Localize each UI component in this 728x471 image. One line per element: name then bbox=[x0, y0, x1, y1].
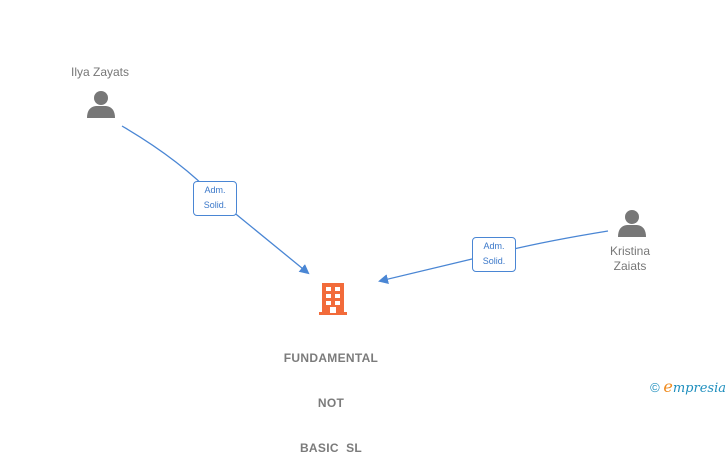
person-name-ilya-zayats[interactable]: Ilya Zayats bbox=[70, 65, 130, 79]
edge-label-adm-solid[interactable]: Adm. Solid. bbox=[193, 181, 237, 216]
name-line: Zaiats bbox=[613, 259, 647, 273]
name-line: Kristina bbox=[609, 244, 650, 258]
company-name-line: BASIC SL bbox=[299, 441, 363, 455]
person-name-kristina-zaiats[interactable]: Kristina Zaiats bbox=[590, 244, 670, 274]
logo-text: mpresia bbox=[672, 381, 726, 396]
edge-label-adm-solid[interactable]: Adm. Solid. bbox=[472, 237, 516, 272]
company-name-line: NOT bbox=[317, 396, 345, 410]
edge-label-line: Adm. bbox=[483, 241, 505, 251]
empresia-watermark: © empresia bbox=[650, 377, 726, 396]
copyright-icon: © bbox=[650, 380, 660, 395]
building-icon[interactable] bbox=[318, 282, 348, 316]
edge-label-line: Solid. bbox=[482, 256, 506, 266]
company-name-line: FUNDAMENTAL bbox=[283, 351, 379, 365]
person-icon[interactable] bbox=[617, 208, 647, 238]
logo-initial: e bbox=[663, 377, 673, 396]
empresia-logo: empresia bbox=[663, 377, 726, 396]
company-name[interactable]: FUNDAMENTAL NOT BASIC SL bbox=[270, 321, 392, 471]
edge-label-line: Solid. bbox=[203, 200, 227, 210]
edge-label-line: Adm. bbox=[204, 185, 226, 195]
person-icon[interactable] bbox=[86, 89, 116, 119]
